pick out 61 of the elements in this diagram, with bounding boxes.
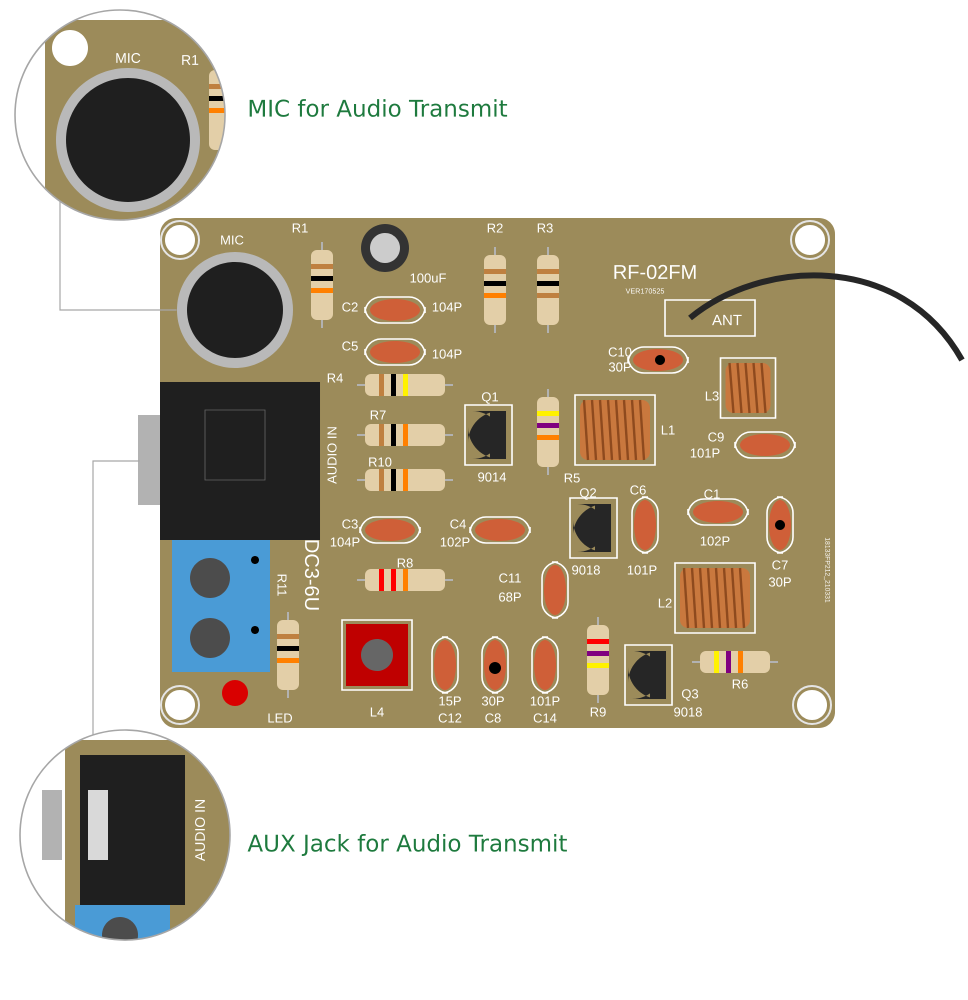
microphone-drawing (177, 252, 293, 368)
silkscreen-label: C4 (450, 519, 466, 529)
silkscreen-label: C9 (708, 432, 724, 442)
audio-jack-drawing (138, 382, 320, 540)
silkscreen-label: R4 (328, 374, 343, 382)
silkscreen-label: C5 (342, 341, 358, 351)
silkscreen-label: R7 (370, 410, 386, 420)
silkscreen-label: C2 (342, 302, 358, 312)
silkscreen-label: R1 (292, 224, 308, 232)
silkscreen-label: 101P (530, 696, 560, 706)
leader-line (59, 201, 177, 311)
callout-text: MIC for Audio Transmit (250, 99, 508, 117)
leader-line (92, 460, 140, 735)
silkscreen-label: 15P (439, 696, 461, 706)
silkscreen-label: 102P (700, 536, 730, 546)
silkscreen-label: 104P (330, 537, 360, 547)
magnified-microphone-picture (14, 9, 226, 221)
silkscreen-label: R6 (732, 679, 748, 689)
silkscreen-label: ANT (712, 314, 742, 326)
silkscreen-label: 30P (768, 577, 791, 587)
silkscreen-label: Q2 (580, 488, 596, 500)
silkscreen-label: LED (268, 714, 292, 722)
silkscreen-label: L2 (658, 598, 672, 608)
silkscreen-label: Q3 (682, 689, 698, 701)
silkscreen-label: AUDIO IN (195, 800, 205, 862)
silkscreen-label: 104P (432, 349, 462, 359)
silkscreen-label: C12 (438, 713, 462, 723)
silkscreen-label: L3 (706, 391, 719, 401)
silkscreen-label: 9018 (572, 565, 600, 575)
silkscreen-label: C3 (342, 519, 358, 529)
silkscreen-label: 104P (432, 302, 462, 312)
silkscreen-label: 9018 (674, 707, 702, 717)
silkscreen-label: MIC (116, 53, 140, 63)
silkscreen-label: 9014 (478, 472, 506, 482)
silkscreen-label: R1 (182, 55, 198, 65)
silkscreen-label: L4 (370, 708, 384, 716)
silkscreen-label: MIC (221, 235, 244, 245)
silkscreen-label: C7 (772, 560, 788, 570)
silkscreen-label: R11 (278, 574, 286, 596)
silkscreen-label: R3 (538, 223, 553, 233)
silkscreen-label: C11 (499, 573, 521, 583)
silkscreen-label: 100uF (410, 273, 446, 283)
silkscreen-label: C1 (704, 489, 720, 499)
silkscreen-label: 30P (482, 696, 504, 706)
silkscreen-label: 101P (628, 565, 656, 575)
silkscreen-label: R8 (398, 558, 413, 568)
silkscreen-label: RF-02FM (614, 264, 696, 280)
silkscreen-label: C14 (534, 713, 557, 723)
silkscreen-label: R2 (488, 223, 503, 233)
callout-text: AUX Jack for Audio Transmit (248, 834, 567, 856)
silkscreen-label: R9 (590, 707, 606, 717)
silkscreen-label: L1 (662, 426, 675, 434)
silkscreen-label: R5 (564, 473, 580, 483)
silkscreen-label: 101P (690, 448, 720, 458)
silkscreen-label: Q1 (482, 392, 498, 404)
silkscreen-label: 102P (440, 537, 470, 547)
silkscreen-label: R10 (369, 457, 392, 467)
silkscreen-label: C8 (485, 713, 501, 723)
silkscreen-label: C6 (630, 485, 646, 495)
silkscreen-label: 68P (499, 592, 521, 602)
magnified-audio-jack-picture (19, 729, 231, 941)
